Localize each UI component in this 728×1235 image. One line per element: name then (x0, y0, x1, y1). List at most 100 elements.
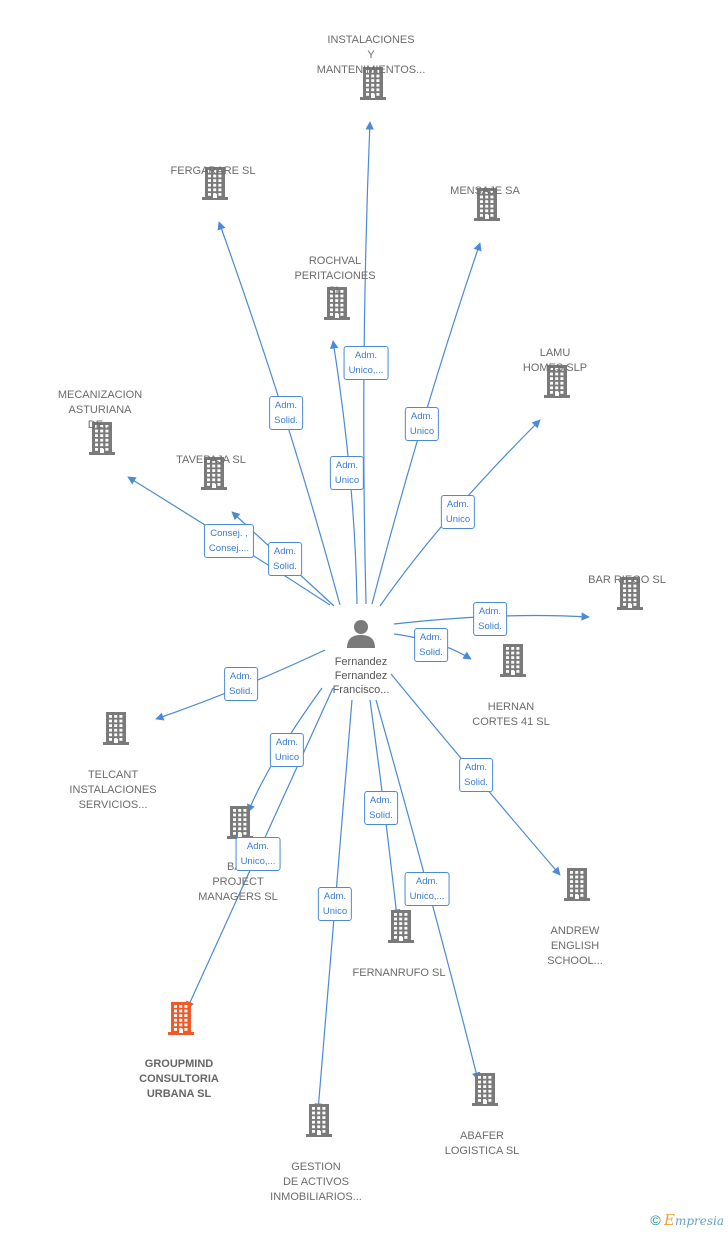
relation-label-line: Solid. (464, 777, 488, 788)
relation-label-line: Adm. (415, 876, 439, 887)
company-label-line: SERVICIOS... (78, 799, 148, 811)
relation-label-telcant[interactable]: Adm.Solid. (224, 667, 258, 701)
relation-label-andrew[interactable]: Adm. Solid. (459, 758, 493, 792)
company-label-instalaciones[interactable]: INSTALACIONES Y MANTENIMIENTOS... (317, 33, 426, 78)
company-label-line: INSTALACIONES (327, 34, 415, 46)
relation-label-line: Adm. (369, 795, 393, 806)
center-label-line: Fernandez (334, 670, 388, 682)
company-label-line: URBANA SL (146, 1088, 212, 1100)
relation-label-line: Solid. (229, 686, 253, 697)
relation-label-line: Consej.... (208, 543, 250, 554)
brand-initial: E (663, 1211, 675, 1229)
company-label-line: LAMU (539, 347, 571, 359)
company-label-groupmind[interactable]: GROUPMIND CONSULTORIA URBANA SL (139, 1057, 219, 1102)
relation-label-mecanizacion[interactable]: Consej. , Consej.... (203, 524, 255, 558)
company-label-line: CONSULTORIA (139, 1073, 219, 1085)
relation-label-lamu[interactable]: Adm. Unico (440, 495, 476, 529)
relation-label-line: Unico (334, 475, 360, 486)
relation-label-line: Unico (322, 906, 348, 917)
center-label-line: Francisco... (332, 684, 390, 696)
relation-label-line: Adm. (419, 632, 443, 643)
relation-label-line: Adm. (275, 737, 299, 748)
building-icon[interactable] (87, 421, 117, 455)
company-label-lamu[interactable]: LAMU HOMES SLP (523, 346, 587, 376)
relation-label-gestion[interactable]: Adm.Unico (317, 887, 353, 921)
company-label-line: GESTION (291, 1161, 341, 1173)
company-label-line: ANDREW (550, 925, 600, 937)
building-icon[interactable] (225, 805, 255, 839)
relation-label-line: Unico (274, 752, 300, 763)
company-label-line: BAR RIEGO SL (588, 574, 666, 586)
relation-label-fernanrufo[interactable]: Adm. Solid. (364, 791, 398, 825)
company-label-line: SL (328, 285, 342, 297)
building-icon[interactable] (472, 187, 502, 221)
relation-label-line: Solid. (369, 810, 393, 821)
company-label-line: MENSAJE SA (450, 185, 520, 197)
relation-label-hernan[interactable]: Adm.Solid. (414, 628, 448, 662)
building-icon[interactable] (386, 909, 416, 943)
building-icon[interactable] (470, 1072, 500, 1106)
company-label-line: GROUPMIND (144, 1058, 214, 1070)
relation-label-abafer[interactable]: Adm.Unico,... (404, 872, 450, 906)
relation-label-line: Solid. (478, 621, 502, 632)
relation-label-line: Adm. (273, 546, 297, 557)
company-label-line: MANAGERS SL (198, 891, 278, 903)
company-label-line: Y (367, 49, 375, 61)
relation-label-bar_riego[interactable]: Adm.Solid. (473, 602, 507, 636)
building-icon[interactable] (498, 643, 528, 677)
relation-label-line: Adm. (464, 762, 488, 773)
company-label-line: DE ACTIVOS (282, 1176, 350, 1188)
company-label-mensaje[interactable]: MENSAJE SA (450, 184, 520, 199)
relation-label-mensaje[interactable]: Adm.Unico (404, 407, 440, 441)
company-label-line: HERNAN (487, 701, 535, 713)
company-label-line: LOGISTICA SL (444, 1145, 520, 1157)
building-icon[interactable] (358, 66, 388, 100)
relation-label-line: Adm. (335, 460, 359, 471)
building-icon[interactable] (615, 576, 645, 610)
relation-label-line: Solid. (274, 415, 298, 426)
relation-label-rochval[interactable]: Adm. Unico (329, 456, 365, 490)
company-label-line: FERGARARE SL (170, 165, 256, 177)
empresia-brand[interactable]: © Empresia (650, 1211, 724, 1229)
relation-label-line: Unico,... (348, 365, 384, 376)
company-label-fernanrufo[interactable]: FERNANRUFO SL (353, 966, 446, 981)
center-person-label: Fernandez Fernandez Francisco... (333, 655, 390, 697)
relation-label-line: Unico (445, 514, 471, 525)
building-icon[interactable] (542, 364, 572, 398)
building-icon[interactable] (166, 1001, 196, 1035)
relation-label-line: Unico (409, 426, 435, 437)
brand-name: mpresia (674, 1214, 724, 1228)
relation-label-line: Adm. (246, 841, 270, 852)
company-label-line: MECANIZACION (57, 389, 143, 401)
building-icon[interactable] (304, 1103, 334, 1137)
company-label-line: ASTURIANA (68, 404, 132, 416)
relation-label-line: Adm. (354, 350, 378, 361)
relation-label-line: Consej. , (210, 528, 248, 539)
company-label-line: PROJECT (212, 876, 264, 888)
relation-label-instalaciones[interactable]: Adm. Unico,... (343, 346, 389, 380)
relation-label-groupmind[interactable]: Adm.Unico,... (235, 837, 281, 871)
relation-label-tavepaja[interactable]: Adm.Solid. (268, 542, 302, 576)
building-icon[interactable] (562, 867, 592, 901)
company-label-line: HOMES SLP (522, 362, 588, 374)
relation-label-line: Adm. (446, 499, 470, 510)
building-icon[interactable] (199, 456, 229, 490)
relation-label-fergarare[interactable]: Adm.Solid. (269, 396, 303, 430)
building-icon[interactable] (101, 711, 131, 745)
building-icon[interactable] (322, 286, 352, 320)
company-label-line: INSTALACIONES (69, 784, 157, 796)
building-icon[interactable] (200, 166, 230, 200)
copyright-symbol: © (650, 1212, 661, 1228)
relation-label-bas[interactable]: Adm. Unico (269, 733, 305, 767)
company-label-line: MANTENIMIENTOS... (316, 64, 426, 76)
company-label-fergarare[interactable]: FERGARARE SL (171, 164, 256, 179)
company-label-tavepaja[interactable]: TAVEPAJA SL (176, 453, 246, 468)
company-label-bar_riego[interactable]: BAR RIEGO SL (588, 573, 666, 588)
